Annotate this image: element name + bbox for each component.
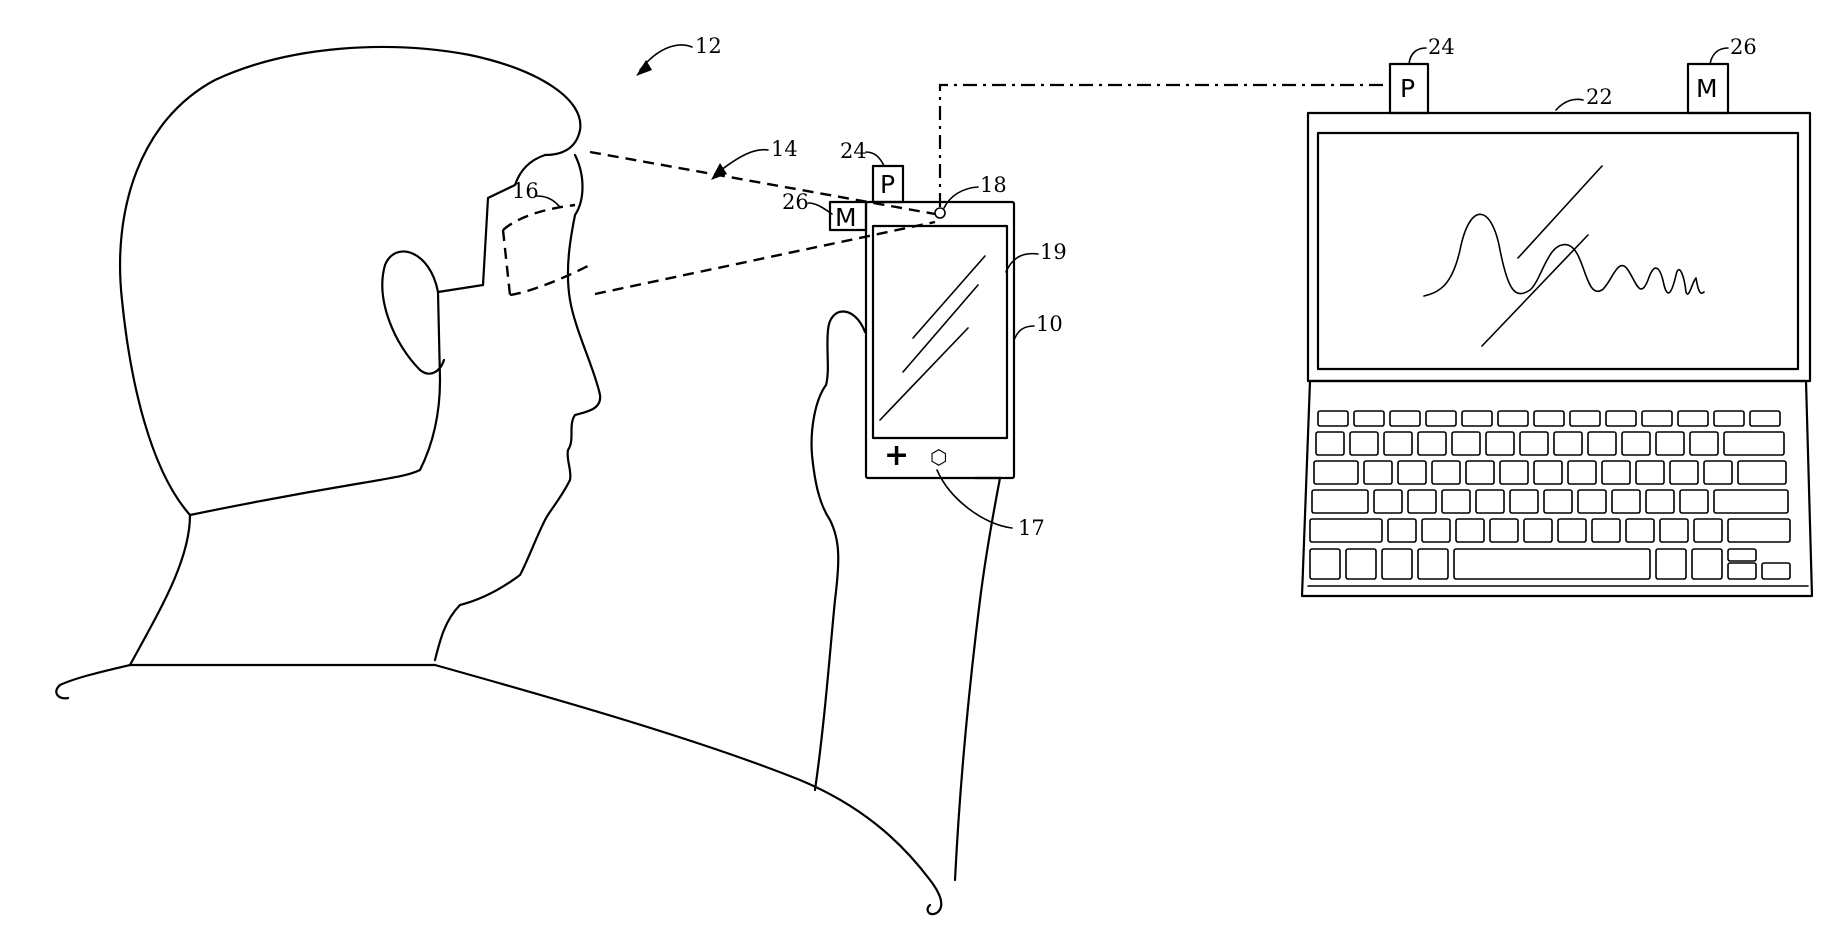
ref-label-screen: 19 (1040, 240, 1067, 264)
person-head (56, 47, 941, 914)
laptop-keyboard (1310, 411, 1790, 579)
phone-home-button[interactable]: ⬡ (930, 445, 947, 469)
ref-label-laptop-m: 26 (1730, 35, 1757, 59)
ref-label-system: 12 (695, 34, 722, 58)
ref-label-laptop: 22 (1586, 85, 1613, 109)
ref-label-button: 17 (1018, 516, 1045, 540)
phone-m-letter: M (835, 203, 857, 232)
ref-label-laptop-p: 24 (1428, 35, 1455, 59)
screen-waveform (1424, 214, 1704, 296)
phone-body (866, 202, 1014, 478)
phone: + ⬡ (866, 202, 1014, 478)
phone-camera (935, 208, 945, 218)
ref-label-phone-m: 26 (782, 190, 809, 214)
eye-region (503, 205, 590, 295)
wireless-link (940, 85, 1390, 207)
laptop-p-letter: P (1400, 74, 1415, 103)
phone-m-module: M (830, 202, 866, 232)
laptop-screen (1318, 133, 1798, 369)
hand-arm (812, 311, 1000, 880)
ref-label-phone-p: 24 (840, 139, 867, 163)
phone-p-letter: P (880, 170, 895, 199)
laptop-p-module: P (1390, 64, 1428, 113)
ref-label-gaze: 14 (771, 137, 798, 161)
phone-p-module: P (873, 166, 903, 202)
laptop (1302, 113, 1812, 596)
ref-label-camera: 18 (980, 173, 1007, 197)
ref-label-phone: 10 (1036, 312, 1063, 336)
ref-label-eye-region: 16 (512, 179, 539, 203)
phone-plus-button[interactable]: + (884, 438, 909, 473)
laptop-m-letter: M (1696, 74, 1718, 103)
laptop-m-module: M (1688, 64, 1728, 113)
laptop-lid (1308, 113, 1810, 381)
